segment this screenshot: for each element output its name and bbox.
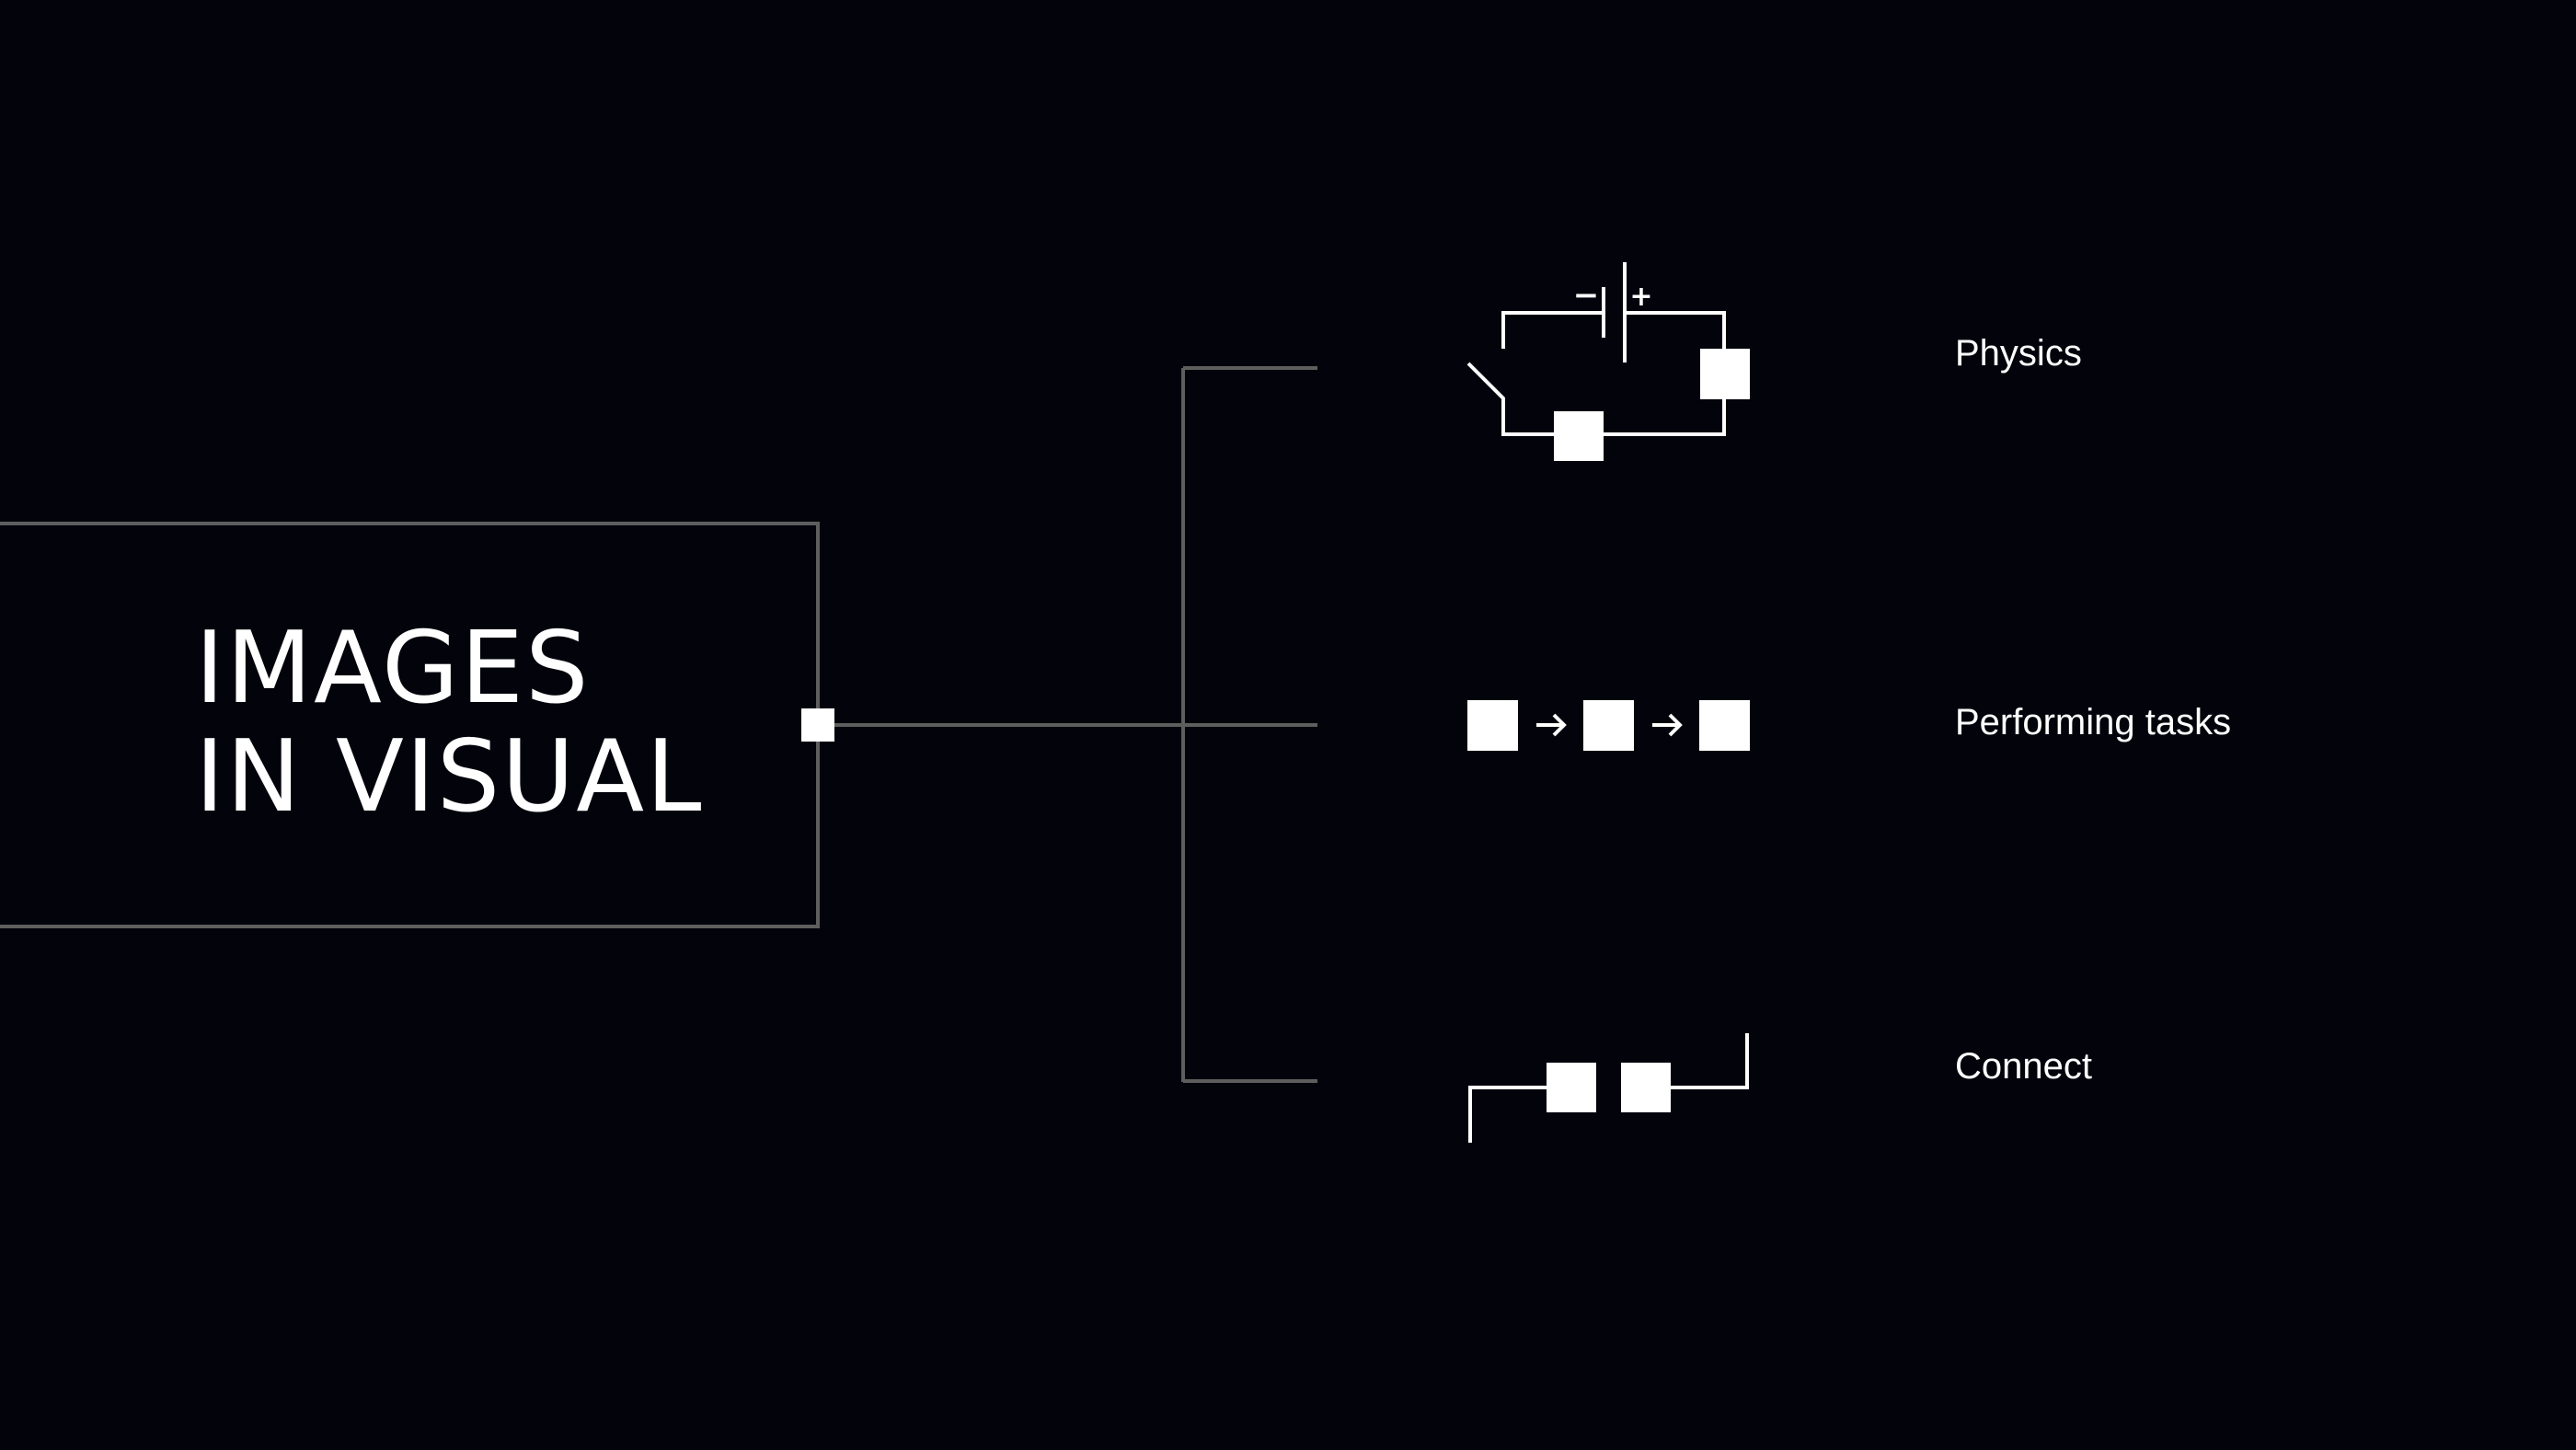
title-line-2: IN VISUAL [195,719,704,834]
node-square [801,708,834,742]
title-line-1: IMAGES [195,611,591,726]
label-connect: Connect [1955,1046,2092,1087]
arrow-right-icon [1652,713,1683,737]
battery-plus: + [1629,281,1652,313]
battery-minus: − [1573,277,1600,314]
arrow-right-icon [1536,713,1567,737]
label-performing-tasks: Performing tasks [1955,702,2232,742]
circuit-icon [1466,262,1750,461]
connect-icon [1468,1033,1749,1143]
task-flow-icon [1467,700,1750,751]
label-physics: Physics [1955,333,2082,374]
page-title: IMAGES IN VISUAL [195,615,703,832]
